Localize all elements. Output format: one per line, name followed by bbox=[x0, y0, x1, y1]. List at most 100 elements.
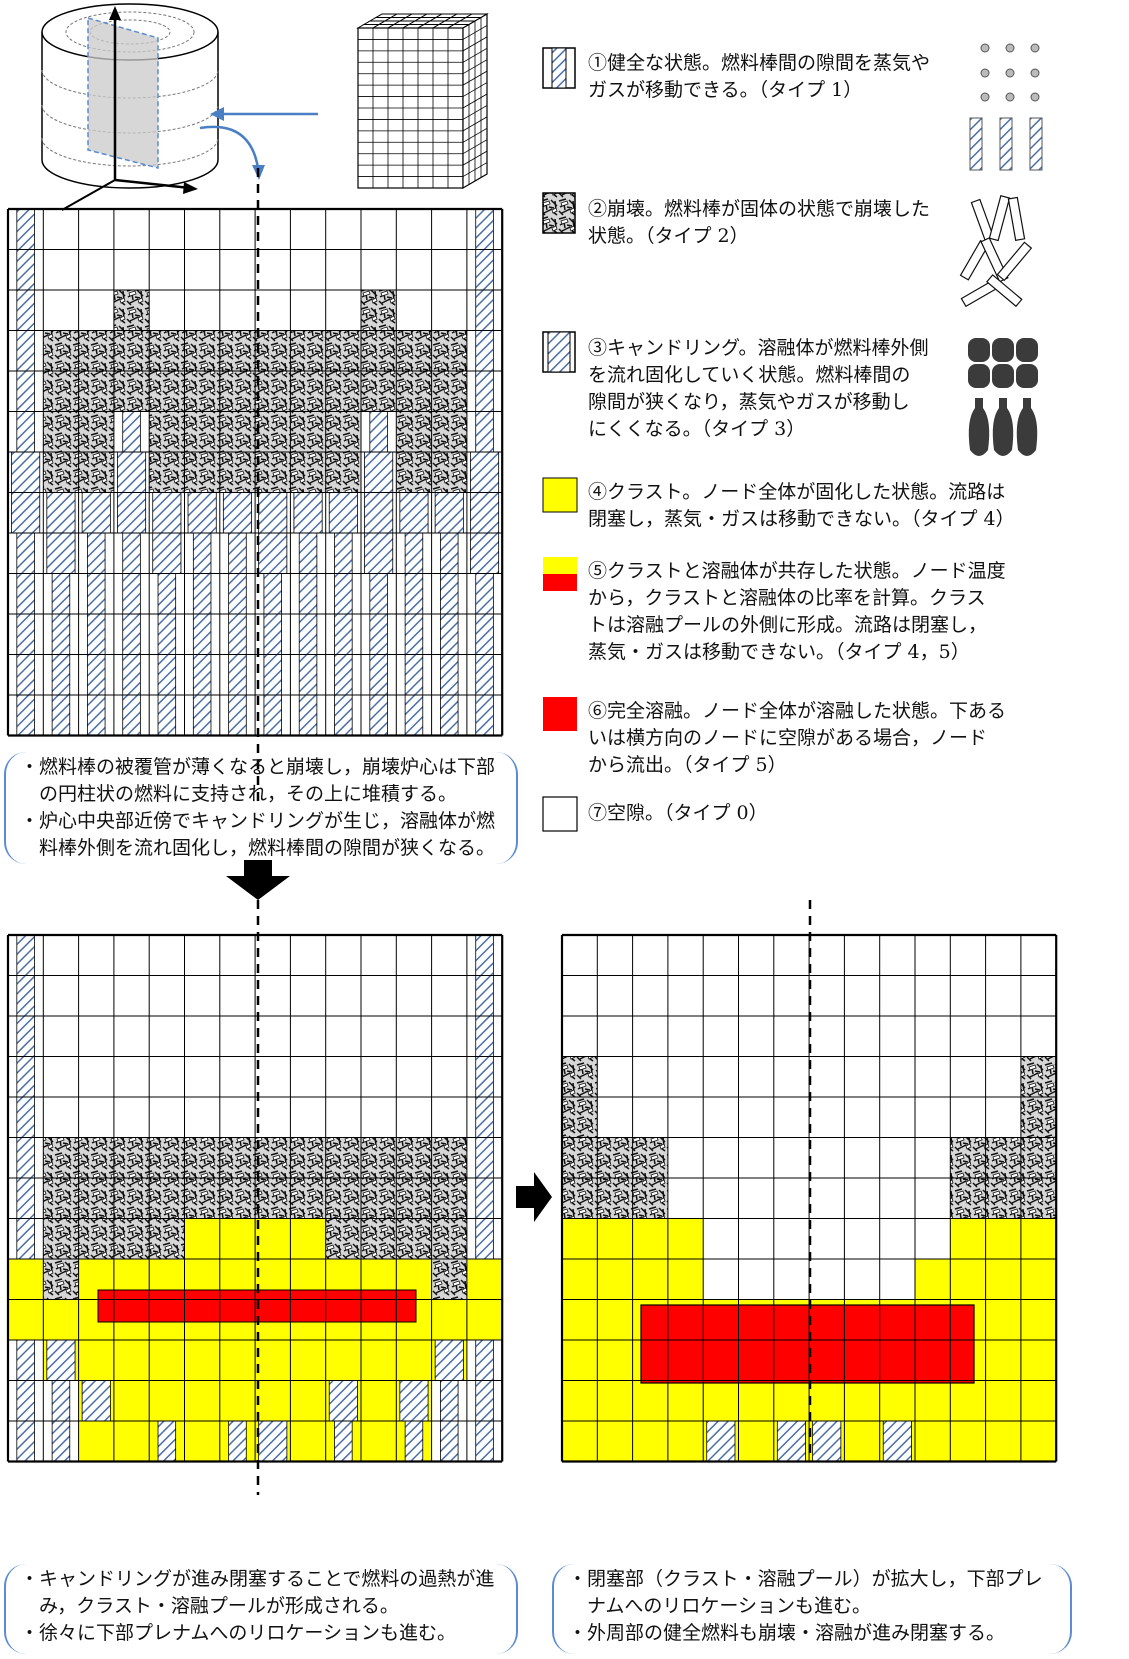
fuel-assembly-icon bbox=[356, 12, 489, 190]
cell-crust bbox=[950, 1380, 986, 1421]
cell-debris bbox=[562, 1056, 598, 1097]
cell-crust bbox=[290, 1218, 326, 1259]
cell-debris bbox=[149, 330, 185, 371]
cell-crust bbox=[219, 1218, 256, 1259]
legend-swatch-molten bbox=[543, 697, 577, 731]
cell-intact-rod bbox=[404, 694, 424, 736]
cell-debris bbox=[325, 452, 361, 493]
cell-intact-rod bbox=[369, 411, 388, 453]
cell-crust bbox=[78, 1340, 114, 1381]
cell-candling bbox=[81, 1380, 111, 1422]
cell-candling bbox=[46, 1339, 76, 1381]
legend-text-type2: ②崩壊。燃料棒が固体の状態で崩壊した 状態。（タイプ 2） bbox=[588, 198, 931, 247]
cell-intact-rod bbox=[475, 975, 494, 1017]
cell-intact-rod bbox=[87, 613, 106, 655]
cell-intact-rod bbox=[16, 370, 35, 412]
cell-candling bbox=[364, 492, 394, 534]
cell-crust bbox=[43, 1299, 79, 1340]
cell-debris bbox=[184, 411, 220, 452]
cell-intact-rod bbox=[228, 613, 247, 655]
cell-crust bbox=[667, 1421, 704, 1462]
cell-debris bbox=[985, 1178, 1021, 1219]
cell-debris bbox=[184, 1137, 220, 1178]
legend-swatch-crust-molten bbox=[543, 557, 577, 574]
cell-intact-rod bbox=[440, 694, 459, 736]
cell-intact-rod bbox=[87, 654, 106, 696]
cell-crust bbox=[8, 1299, 44, 1340]
cell-debris bbox=[396, 1137, 432, 1178]
cell-intact-rod bbox=[334, 1420, 353, 1462]
cell-intact-rod bbox=[228, 654, 247, 696]
cell-debris bbox=[113, 1178, 150, 1219]
cell-crust bbox=[219, 1340, 256, 1381]
cell-intact-rod bbox=[334, 532, 353, 574]
cell-candling bbox=[706, 1420, 736, 1462]
caption-stage-3: ・閉塞部（クラスト・溶融プール）が拡大し，下部プレ ナムへのリロケーションも進む… bbox=[552, 1564, 1072, 1654]
legend-text-type4: ④クラスト。ノード全体が固化した状態。流路は 閉塞し，蒸気・ガスは移動できない。… bbox=[588, 481, 1015, 530]
cell-candling bbox=[258, 1420, 288, 1462]
cell-debris bbox=[361, 1218, 397, 1259]
cell-crust bbox=[915, 1421, 951, 1462]
candling-rods-icon bbox=[968, 338, 1038, 456]
cell-crust bbox=[632, 1380, 668, 1421]
cell-debris bbox=[431, 330, 467, 371]
cell-crust bbox=[985, 1340, 1021, 1381]
cell-crust bbox=[562, 1421, 598, 1462]
cell-intact-rod bbox=[298, 532, 318, 574]
cell-debris bbox=[396, 1178, 432, 1219]
cell-crust bbox=[184, 1218, 220, 1259]
cell-debris bbox=[149, 1137, 185, 1178]
cell-debris bbox=[632, 1178, 668, 1219]
cell-intact-rod bbox=[16, 573, 35, 615]
cell-candling bbox=[187, 492, 217, 534]
cell-crust bbox=[597, 1340, 633, 1381]
cell-crust bbox=[844, 1421, 880, 1462]
cell-crust bbox=[184, 1340, 220, 1381]
cell-intact-rod bbox=[369, 654, 388, 696]
caption-stage-1: ・燃料棒の被覆管が薄くなると崩壊し，崩壊炉心は下部 の円柱状の燃料に支持され，そ… bbox=[4, 752, 518, 864]
reactor-cylinder-icon bbox=[41, 3, 219, 211]
cell-intact-rod bbox=[16, 1420, 35, 1462]
legend-text-type45: ⑤クラストと溶融体が共存した状態。ノード温度 から，クラストと溶融体の比率を計算… bbox=[588, 560, 1006, 663]
cell-intact-rod bbox=[51, 573, 71, 615]
cell-crust bbox=[361, 1380, 397, 1421]
cell-candling bbox=[776, 1420, 806, 1462]
cell-candling bbox=[152, 492, 182, 534]
cell-intact-rod bbox=[369, 573, 388, 615]
cell-debris bbox=[325, 1137, 361, 1178]
cell-intact-rod bbox=[16, 208, 35, 250]
cell-intact-rod bbox=[475, 370, 494, 412]
cell-debris bbox=[43, 411, 79, 452]
cell-intact-rod bbox=[16, 1218, 35, 1260]
cell-debris bbox=[184, 1178, 220, 1219]
cell-debris bbox=[325, 330, 361, 371]
cell-debris bbox=[113, 290, 150, 331]
cell-intact-rod bbox=[298, 694, 318, 736]
cell-debris bbox=[325, 1218, 361, 1259]
cell-intact-rod bbox=[122, 694, 141, 736]
cell-debris bbox=[43, 1218, 79, 1259]
cell-crust bbox=[597, 1259, 633, 1300]
node-grid-stage-2 bbox=[6, 933, 504, 1463]
cell-crust bbox=[985, 1259, 1021, 1300]
cell-crust bbox=[184, 1421, 220, 1462]
cell-crust bbox=[255, 1218, 291, 1259]
cell-intact-rod bbox=[16, 1096, 35, 1138]
cell-debris bbox=[325, 411, 361, 452]
cell-intact-rod bbox=[404, 613, 424, 655]
cell-intact-rod bbox=[122, 654, 141, 696]
cell-intact-rod bbox=[440, 654, 459, 696]
cell-intact-rod bbox=[157, 573, 177, 615]
cell-crust bbox=[597, 1299, 633, 1340]
cell-intact-rod bbox=[298, 573, 318, 615]
cell-intact-rod bbox=[475, 1056, 494, 1098]
cell-intact-rod bbox=[475, 934, 494, 976]
cell-crust bbox=[562, 1340, 598, 1381]
cell-intact-rod bbox=[475, 1137, 494, 1179]
cell-debris bbox=[396, 452, 432, 493]
black-arrow-icons bbox=[226, 860, 552, 1222]
cell-debris bbox=[325, 1178, 361, 1219]
cell-intact-rod bbox=[192, 694, 212, 736]
cell-candling bbox=[81, 492, 111, 534]
cell-debris bbox=[78, 1137, 114, 1178]
